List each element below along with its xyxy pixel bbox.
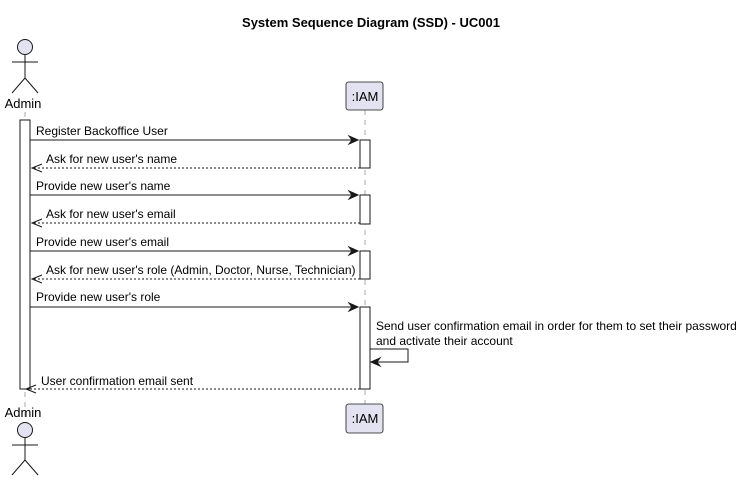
message-ask-role: Ask for new user's role (Admin, Doctor, … [30,263,360,284]
message-ask-email: Ask for new user's email [30,207,360,228]
participant-label-bottom: :IAM [352,411,379,426]
iam-participant-top: :IAM [345,81,384,111]
admin-actor-bottom: Admin [5,405,42,476]
message-label: Ask for new user's email [46,207,176,221]
actor-icon [11,39,39,94]
arrowhead-icon [30,163,43,173]
message-label: Register Backoffice User [36,124,168,138]
iam-activation-3 [359,250,371,280]
actor-label-top: Admin [5,96,42,111]
arrowhead-icon [347,134,360,146]
message-ask-name: Ask for new user's name [30,152,360,173]
message-send-confirmation-email: Send user confirmation email in order fo… [369,319,737,368]
message-provide-name: Provide new user's name [30,179,360,201]
iam-participant-bottom: :IAM [345,403,384,434]
arrowhead-icon [30,274,43,284]
message-label: Provide new user's name [36,179,171,193]
message-label: Ask for new user's role (Admin, Doctor, … [46,263,356,277]
message-label: Provide new user's role [36,290,161,304]
iam-activation-2 [359,194,371,225]
diagram-title: System Sequence Diagram (SSD) - UC001 [242,15,500,30]
message-provide-email: Provide new user's email [30,235,360,257]
message-provide-role: Provide new user's role [30,290,360,313]
arrowhead-icon [347,245,360,257]
arrowhead-icon [369,356,382,368]
admin-activation [19,119,31,390]
arrowhead-icon [347,189,360,201]
message-label: Provide new user's email [36,235,169,249]
message-label-line2: and activate their account [376,334,513,348]
message-label: User confirmation email sent [41,374,194,388]
message-label: Ask for new user's name [46,152,177,166]
iam-activation-4 [359,306,371,390]
message-confirmation-sent: User confirmation email sent [24,374,360,394]
actor-label-bottom: Admin [5,405,42,420]
participant-label-top: :IAM [352,89,379,104]
arrowhead-icon [347,301,360,313]
message-label-line1: Send user confirmation email in order fo… [376,319,737,333]
arrowhead-icon [24,384,37,394]
iam-activation-1 [359,139,371,169]
message-register: Register Backoffice User [30,124,360,146]
arrowhead-icon [30,218,43,228]
admin-actor-top: Admin [5,39,42,111]
actor-icon [11,422,39,476]
